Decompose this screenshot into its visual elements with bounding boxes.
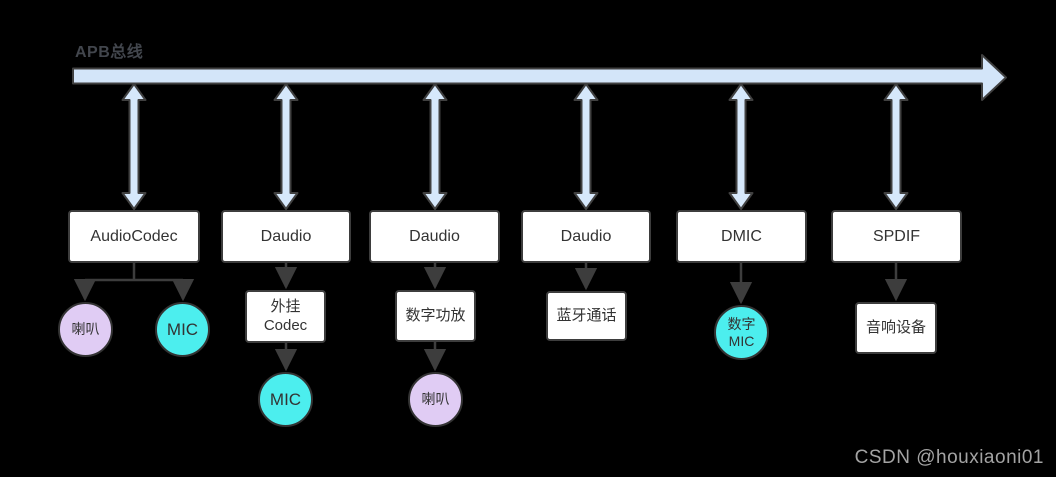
node-daudio-1: Daudio	[221, 210, 351, 263]
bus-link-arrow-dmic	[728, 83, 754, 210]
csdn-watermark: CSDN @houxiaoni01	[854, 447, 1044, 468]
circle-mic-1: MIC	[155, 302, 210, 357]
bus-link-arrow-audiocodec	[121, 83, 147, 210]
node-daudio-2: Daudio	[369, 210, 500, 263]
node-spdif: SPDIF	[831, 210, 962, 263]
node-daudio-3: Daudio	[521, 210, 651, 263]
circle-speaker-1: 喇叭	[58, 302, 113, 357]
node-audiocodec: AudioCodec	[68, 210, 200, 263]
bus-link-arrow-daudio2	[422, 83, 448, 210]
mic-1-label: MIC	[166, 319, 199, 339]
external-codec-line1: 外挂	[270, 297, 301, 315]
digital-mic-line1: 数字	[727, 316, 756, 333]
bus-link-arrow-daudio1	[273, 83, 299, 210]
external-codec-line2: Codec	[263, 316, 308, 334]
circle-mic-2: MIC	[258, 372, 313, 427]
apb-bus-arrow	[72, 54, 1007, 101]
apb-bus-label: APB总线	[75, 44, 144, 61]
mic-2-label: MIC	[269, 389, 302, 409]
circle-digital-mic: 数字 MIC	[714, 305, 769, 360]
node-dmic: DMIC	[676, 210, 807, 263]
digital-mic-line2: MIC	[728, 332, 755, 349]
node-external-codec: 外挂 Codec	[245, 290, 326, 343]
connector-audiocodec-split	[85, 263, 183, 282]
bus-link-arrow-daudio3	[573, 83, 599, 210]
node-audio-device: 音响设备	[855, 302, 937, 354]
node-bluetooth-call: 蓝牙通话	[546, 291, 627, 341]
circle-speaker-2: 喇叭	[408, 372, 463, 427]
node-digital-amp: 数字功放	[395, 290, 476, 342]
bus-link-arrow-spdif	[883, 83, 909, 210]
